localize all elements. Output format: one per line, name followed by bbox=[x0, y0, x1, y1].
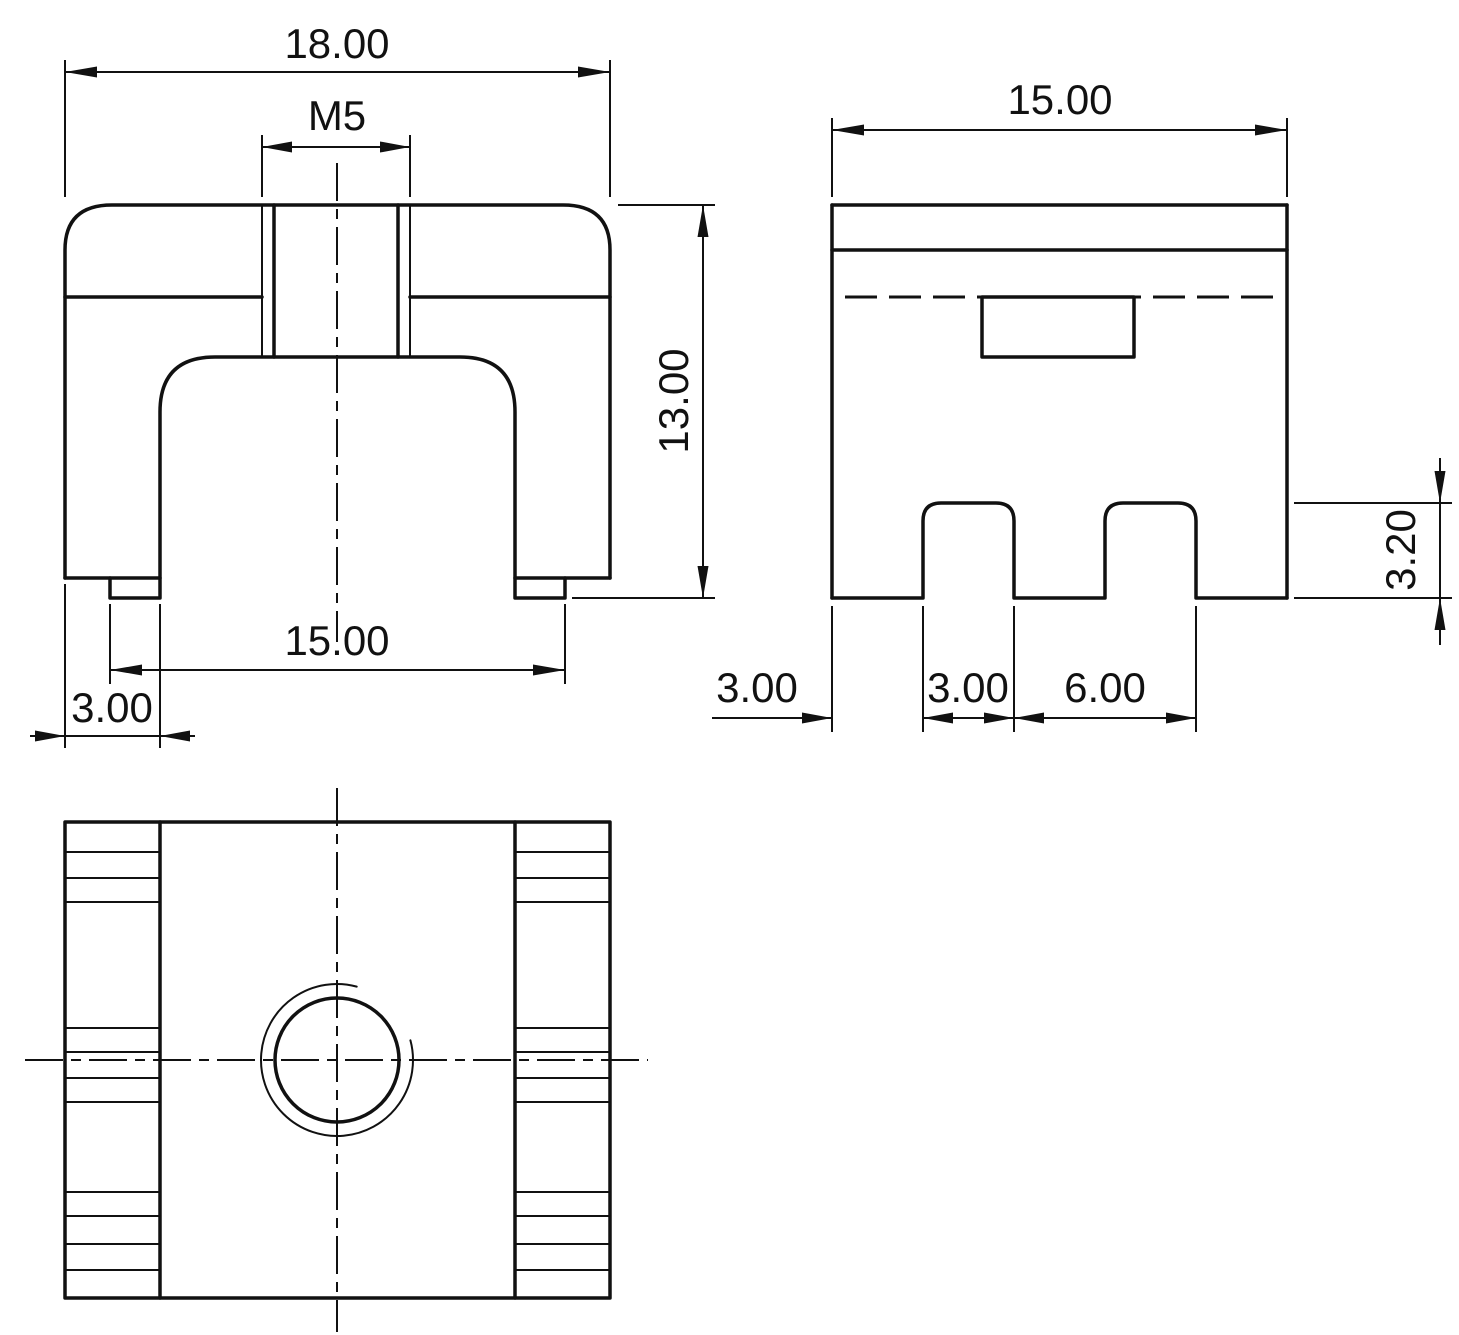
arrowhead bbox=[1434, 598, 1446, 630]
front-thread-dim-text: M5 bbox=[308, 92, 366, 139]
arrowhead bbox=[1255, 124, 1287, 136]
arrowhead bbox=[533, 664, 565, 676]
arrowhead bbox=[1434, 471, 1446, 503]
side-tooth-a-dim-text: 3.00 bbox=[716, 664, 798, 711]
side-tooth-b-dim-text: 3.00 bbox=[927, 664, 1009, 711]
bottom-thread-major-arc bbox=[260, 983, 414, 1137]
side-tooth-height-dim-text: 3.20 bbox=[1377, 509, 1424, 591]
side-teeth-dimensions: 3.00 3.00 6.00 bbox=[712, 606, 1197, 732]
arrowhead bbox=[1166, 712, 1196, 724]
arrowhead bbox=[65, 66, 97, 78]
side-slot-outline bbox=[980, 295, 1136, 359]
arrowhead bbox=[262, 141, 292, 153]
side-depth-dimension: 15.00 bbox=[831, 76, 1288, 197]
bottom-serration-lines bbox=[64, 851, 611, 1271]
arrowhead bbox=[160, 730, 190, 742]
side-view: 15.00 3.20 3.00 3.00 6.00 bbox=[712, 76, 1452, 732]
front-width-dimension: 18.00 bbox=[64, 20, 611, 197]
arrowhead bbox=[697, 205, 709, 237]
front-offset-dim-text: 3.00 bbox=[71, 684, 153, 731]
front-thread-dimension: M5 bbox=[261, 92, 411, 197]
front-outer-outline bbox=[63, 203, 612, 580]
front-offset-dimension: 3.00 bbox=[30, 584, 195, 748]
arrowhead bbox=[984, 712, 1014, 724]
front-height-dimension: 13.00 bbox=[572, 204, 715, 599]
arrowhead bbox=[110, 664, 142, 676]
front-feet-dim-text: 15.00 bbox=[284, 617, 389, 664]
front-feet-dimension: 15.00 bbox=[109, 604, 566, 684]
side-depth-dim-text: 15.00 bbox=[1007, 76, 1112, 123]
side-tooth-height-dimension: 3.20 bbox=[1294, 458, 1452, 645]
arrowhead bbox=[832, 124, 864, 136]
arrowhead bbox=[578, 66, 610, 78]
side-pitch-dim-text: 6.00 bbox=[1064, 664, 1146, 711]
arrowhead bbox=[802, 712, 832, 724]
arrowhead bbox=[923, 712, 953, 724]
front-width-dim-text: 18.00 bbox=[284, 20, 389, 67]
arrowhead bbox=[35, 730, 65, 742]
arrowhead bbox=[380, 141, 410, 153]
front-view: 18.00 M5 13.00 15.00 bbox=[30, 20, 715, 748]
arrowhead bbox=[1014, 712, 1044, 724]
bottom-view bbox=[25, 788, 648, 1332]
front-height-dim-text: 13.00 bbox=[650, 348, 697, 453]
side-teeth-profile bbox=[830, 501, 1289, 600]
arrowhead bbox=[697, 566, 709, 598]
